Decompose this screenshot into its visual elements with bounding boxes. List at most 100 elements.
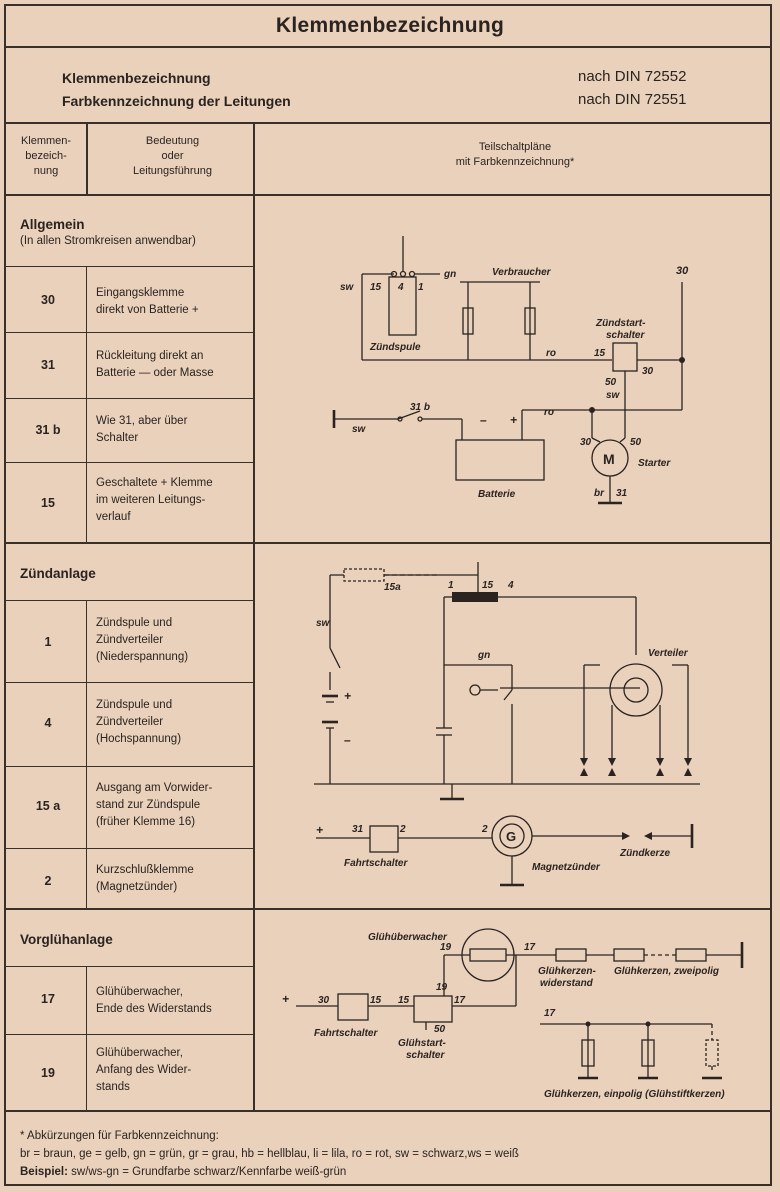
distributor (609, 663, 663, 717)
page-title: Klemmenbezeichnung (275, 14, 505, 37)
terminal-code: 2 (44, 874, 52, 888)
column-rule (253, 122, 255, 1110)
svg-text:31 b: 31 b (410, 402, 430, 413)
svg-text:sw: sw (606, 390, 621, 401)
column-rule (86, 600, 87, 910)
subheader-line2: Farbkennzeichnung der Leitungen (62, 93, 291, 109)
row-rule (4, 600, 254, 601)
svg-text:30: 30 (676, 265, 689, 277)
svg-text:4: 4 (507, 580, 514, 591)
svg-text:17: 17 (454, 995, 466, 1006)
svg-text:30: 30 (580, 437, 592, 448)
svg-text:sw: sw (316, 618, 331, 629)
row-rule (4, 332, 254, 333)
svg-text:50: 50 (605, 377, 617, 388)
terminal-description: Glühüberwacher,Anfang des Wider-stands (96, 1047, 192, 1093)
svg-text:Zündstart-: Zündstart- (595, 318, 646, 329)
column-rule (86, 266, 87, 542)
section-title-zuendanlage: Zündanlage (20, 566, 96, 581)
svg-text:17: 17 (544, 1008, 556, 1019)
ignition-start-switch (612, 342, 638, 372)
divider (4, 542, 772, 544)
svg-text:2: 2 (481, 824, 488, 835)
terminal-code: 31 b (35, 423, 61, 437)
svg-text:+: + (344, 689, 351, 703)
svg-text:sw: sw (352, 424, 367, 435)
row-rule (4, 766, 254, 767)
row-rule (4, 966, 254, 967)
diagram-allgemein (332, 236, 685, 505)
terminal-code: 15 (41, 496, 55, 510)
svg-text:br: br (594, 488, 605, 499)
terminal-code: 19 (41, 1066, 55, 1080)
svg-text:–: – (344, 733, 351, 747)
row-rule (4, 682, 254, 683)
footnote-example: Beispiel: sw/ws-gn = Grundfarbe schwarz/… (20, 1166, 347, 1178)
footnote-color-codes: br = braun, ge = gelb, gn = grün, gr = g… (20, 1148, 519, 1160)
svg-text:Glühkerzen, einpolig (Glühstif: Glühkerzen, einpolig (Glühstiftkerzen) (544, 1089, 725, 1100)
svg-text:M: M (603, 451, 615, 467)
svg-text:31: 31 (352, 824, 364, 835)
svg-text:Verteiler: Verteiler (648, 648, 689, 659)
svg-text:ro: ro (546, 348, 556, 359)
terminal-code: 30 (41, 293, 55, 307)
svg-text:schalter: schalter (606, 330, 645, 341)
svg-text:+: + (282, 992, 289, 1006)
terminal-description: Glühüberwacher,Ende des Widerstands (96, 986, 212, 1015)
svg-text:31: 31 (616, 488, 628, 499)
svg-text:Glühüberwacher: Glühüberwacher (368, 932, 448, 943)
svg-text:19: 19 (436, 982, 448, 993)
terminal-code: 1 (44, 635, 52, 649)
svg-text:Magnetzünder: Magnetzünder (532, 862, 601, 873)
svg-text:+: + (510, 413, 517, 427)
column-rule (86, 966, 87, 1112)
svg-text:+: + (316, 823, 323, 837)
row-rule (4, 1034, 254, 1035)
terminal-code: 17 (41, 992, 55, 1006)
column-rule (86, 122, 88, 194)
svg-text:Zündspule: Zündspule (369, 342, 421, 353)
svg-text:30: 30 (318, 995, 330, 1006)
din-reference-1: nach DIN 72552 (578, 68, 687, 85)
ignition-coil (452, 592, 498, 602)
svg-text:15: 15 (398, 995, 410, 1006)
svg-text:G: G (506, 829, 516, 844)
row-rule (4, 398, 254, 399)
battery (455, 439, 545, 481)
glow-start-switch (413, 995, 453, 1023)
svg-text:15: 15 (370, 995, 382, 1006)
divider (4, 908, 772, 910)
svg-text:Glühkerzen-: Glühkerzen- (538, 966, 596, 977)
svg-text:19: 19 (440, 942, 452, 953)
terminal-code: 31 (41, 358, 55, 372)
svg-text:gn: gn (443, 269, 456, 280)
svg-text:widerstand: widerstand (540, 978, 594, 989)
svg-text:15: 15 (370, 282, 382, 293)
footnote-abbreviations: * Abkürzungen für Farbkennzeichnung: (20, 1130, 219, 1142)
svg-text:30: 30 (642, 366, 654, 377)
divider (4, 122, 772, 124)
page-frame (4, 4, 772, 1186)
section-title-allgemein: Allgemein (20, 217, 85, 232)
svg-text:Batterie: Batterie (478, 489, 516, 500)
svg-text:15: 15 (482, 580, 494, 591)
svg-text:50: 50 (434, 1024, 446, 1035)
svg-text:1: 1 (418, 282, 424, 293)
divider (4, 1110, 772, 1112)
svg-text:Zündkerze: Zündkerze (619, 848, 670, 859)
diagram-zuendanlage (314, 562, 700, 887)
drive-switch (337, 993, 369, 1021)
svg-text:–: – (480, 413, 487, 427)
subheader-line1: Klemmenbezeichnung (62, 70, 211, 86)
svg-text:Starter: Starter (638, 458, 671, 469)
svg-text:15: 15 (594, 348, 606, 359)
svg-text:Fahrtschalter: Fahrtschalter (344, 858, 408, 869)
terminal-code: 15 a (35, 799, 61, 813)
